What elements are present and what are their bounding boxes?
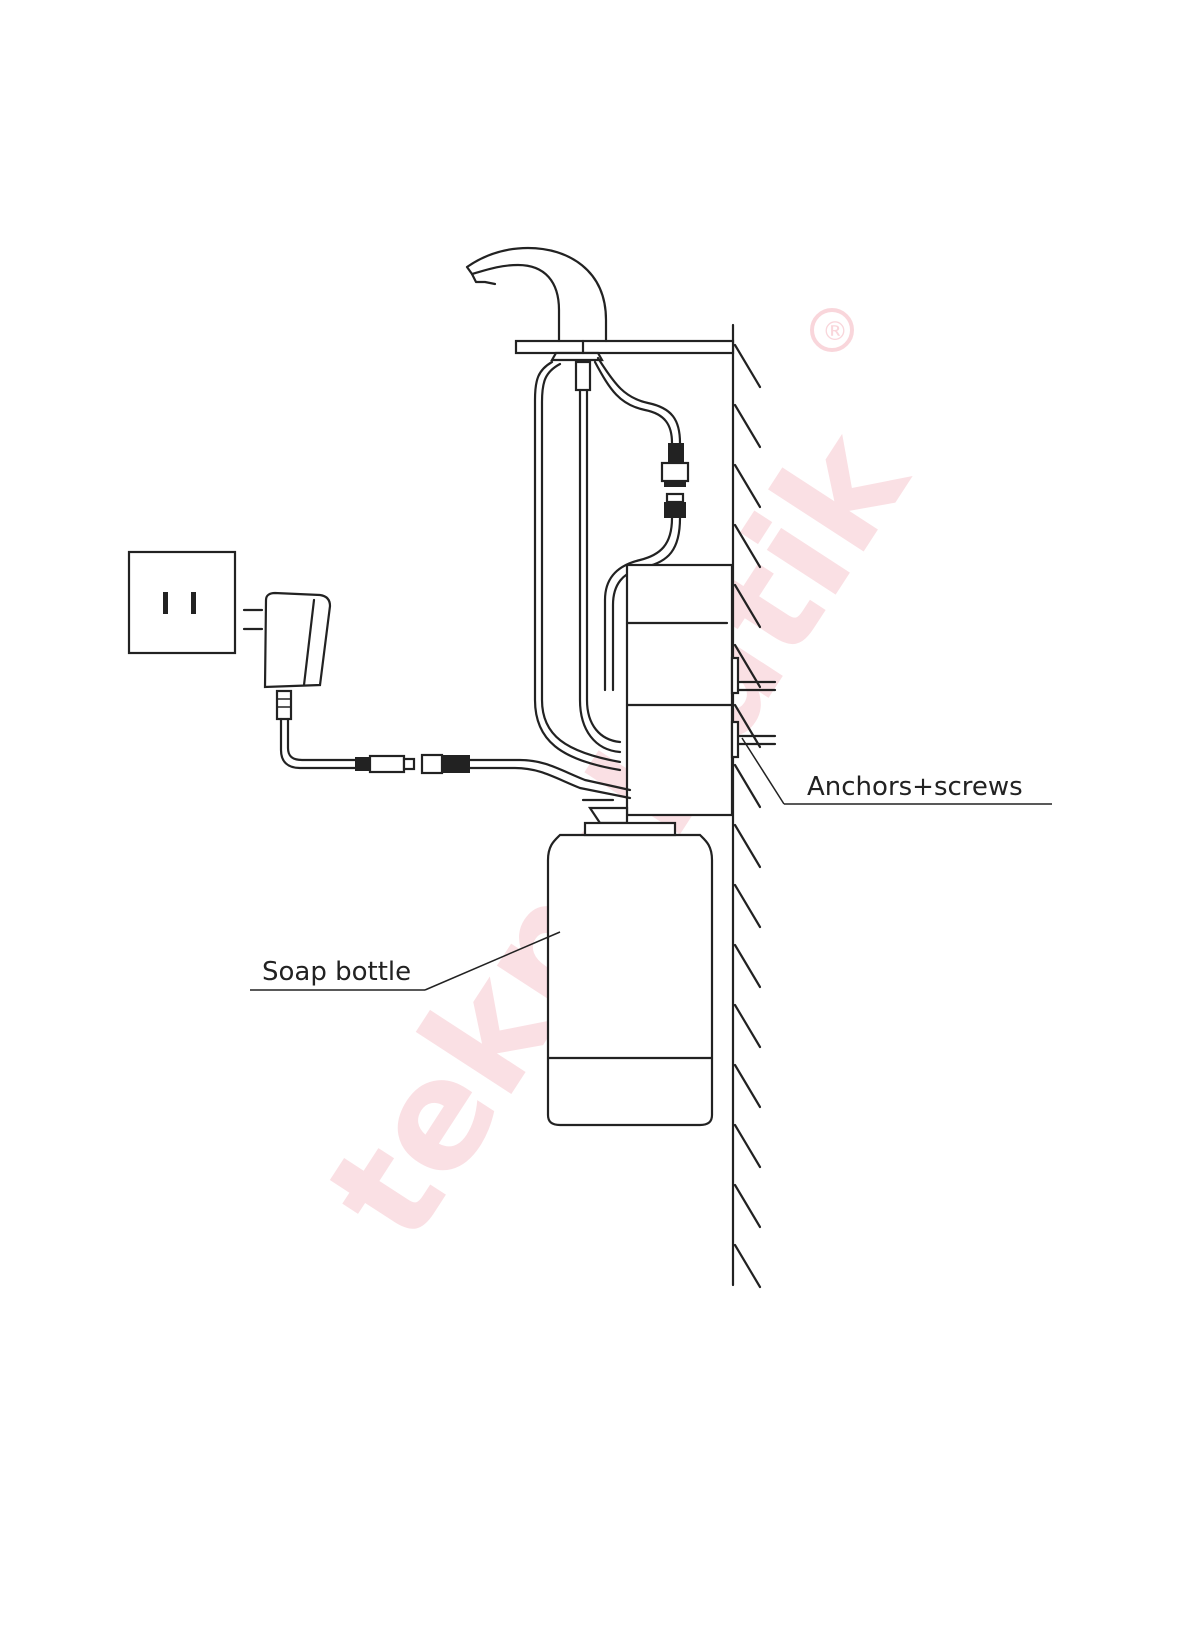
wall-hatch-line bbox=[733, 523, 762, 569]
wall-hatch-line bbox=[733, 1003, 762, 1049]
wall-hatch-line bbox=[733, 463, 762, 509]
wall-hatch-line bbox=[733, 763, 762, 809]
wall-hatch-line bbox=[733, 1183, 762, 1229]
wall-hatch-line bbox=[733, 1063, 762, 1109]
wall-hatch-line bbox=[733, 943, 762, 989]
wall-hatch-line bbox=[733, 823, 762, 869]
wall-hatch-line bbox=[733, 643, 762, 689]
wall-hatch-line bbox=[733, 1243, 762, 1289]
wall-hatch-line bbox=[733, 403, 762, 449]
soap-bottle-label: Soap bottle bbox=[262, 957, 411, 987]
cable-connector bbox=[660, 443, 690, 518]
hoses bbox=[533, 356, 682, 772]
wall-hatch-line bbox=[733, 883, 762, 929]
anchors-label: Anchors+screws bbox=[807, 772, 1023, 802]
soap-bottle bbox=[546, 821, 714, 1127]
svg-text:®: ® bbox=[822, 317, 848, 347]
dc-connector bbox=[355, 753, 470, 775]
dc-cable bbox=[279, 717, 632, 800]
anchors-callout: Anchors+screws bbox=[741, 737, 1052, 805]
countertop bbox=[514, 339, 735, 355]
watermark-registered-symbol: ® bbox=[810, 308, 854, 352]
power-adapter bbox=[242, 591, 332, 721]
wall-hatch-line bbox=[733, 343, 762, 389]
wall-hatch-line bbox=[733, 1123, 762, 1169]
control-box bbox=[581, 563, 777, 825]
wall-hatch-line bbox=[733, 583, 762, 629]
sensor-faucet bbox=[465, 246, 608, 392]
wall-hatch-line bbox=[733, 703, 762, 749]
soap-bottle-callout: Soap bottle bbox=[250, 931, 561, 991]
wall-outlet bbox=[127, 550, 237, 655]
